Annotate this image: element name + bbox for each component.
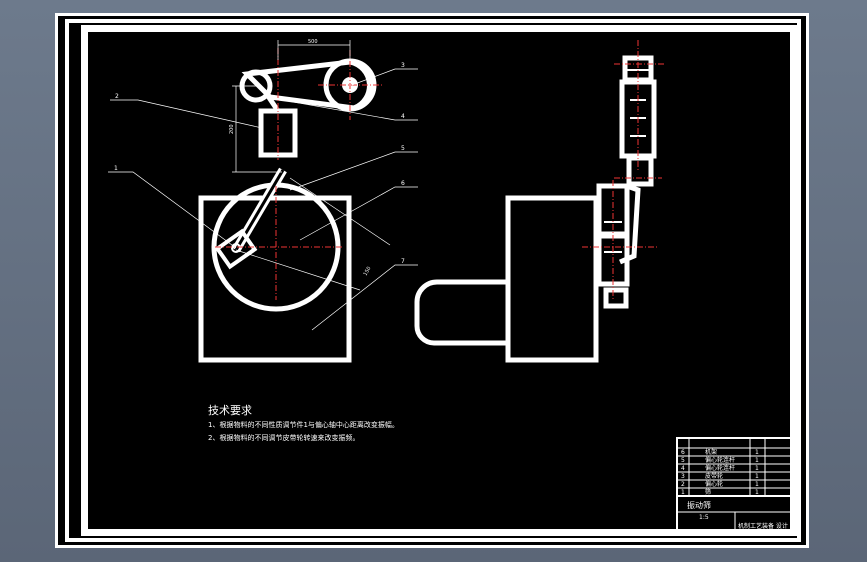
parts-list-cell-name: 筛 xyxy=(705,488,711,496)
shaft-housing xyxy=(626,155,654,187)
callout-leaders xyxy=(108,68,418,331)
front-centerlines xyxy=(215,48,383,300)
side-view xyxy=(414,55,657,363)
requirements-title: 技术要求 xyxy=(208,404,252,417)
dimension-top: 500 xyxy=(308,39,318,45)
parts-list-cell-name: 偏心轮 xyxy=(705,480,723,488)
parts-list-cell-qty: 1 xyxy=(755,457,759,464)
callout-6: 6 xyxy=(401,180,405,187)
parts-list-cell-name: 偏心轮连杆 xyxy=(705,456,735,464)
callout-7: 7 xyxy=(401,258,405,265)
parts-list-cell-name: 皮带轮 xyxy=(705,472,723,480)
parts-list-cell-qty: 1 xyxy=(755,489,759,496)
parts-list-cell-no: 5 xyxy=(681,457,685,464)
title-block xyxy=(676,437,794,533)
parts-list-cell-name: 机架 xyxy=(705,448,717,456)
callout-1: 1 xyxy=(114,165,118,172)
parts-list-cell-no: 1 xyxy=(681,489,685,496)
parts-list-cell-qty: 1 xyxy=(755,449,759,456)
drawing-sheet-inner-border xyxy=(65,19,801,542)
dimension-diag: 150 xyxy=(363,266,373,277)
chute xyxy=(414,279,508,346)
parts-list-cell-no: 3 xyxy=(681,473,685,480)
drawing-scale: 1:5 xyxy=(699,514,709,521)
parts-list-cell-no: 2 xyxy=(681,481,685,488)
pulley-shaft xyxy=(265,94,281,113)
front-view xyxy=(198,58,377,363)
front-dimensions xyxy=(232,40,391,291)
drawing-org: 机制工艺装备 设计 xyxy=(738,522,788,530)
machine-frame xyxy=(198,195,352,363)
dimension-side: 200 xyxy=(229,124,235,134)
parts-list-cell-qty: 1 xyxy=(755,481,759,488)
drawing-frame-border xyxy=(81,25,797,536)
side-centerlines xyxy=(582,40,665,300)
callout-5: 5 xyxy=(401,145,405,152)
requirement-line-2: 2、根据物料的不同调节皮带轮转速来改变振频。 xyxy=(208,433,359,442)
callout-2: 2 xyxy=(115,93,119,100)
requirement-line-1: 1、根据物料的不同性质调节件1与偏心轴中心距离改变振幅。 xyxy=(208,420,399,429)
parts-list-cell-no: 4 xyxy=(681,465,685,472)
parts-list-cell-qty: 1 xyxy=(755,473,759,480)
callout-4: 4 xyxy=(401,113,405,120)
parts-list-cell-name: 偏心轮连杆 xyxy=(705,464,735,472)
foot xyxy=(603,287,629,309)
callout-3: 3 xyxy=(401,62,405,69)
eccentric-hub xyxy=(214,228,258,270)
parts-list-cell-qty: 1 xyxy=(755,465,759,472)
drawing-name: 振动筛 xyxy=(687,500,711,510)
hub-pin xyxy=(231,243,241,253)
parts-list-cell-no: 6 xyxy=(681,449,685,456)
side-frame xyxy=(505,195,599,363)
